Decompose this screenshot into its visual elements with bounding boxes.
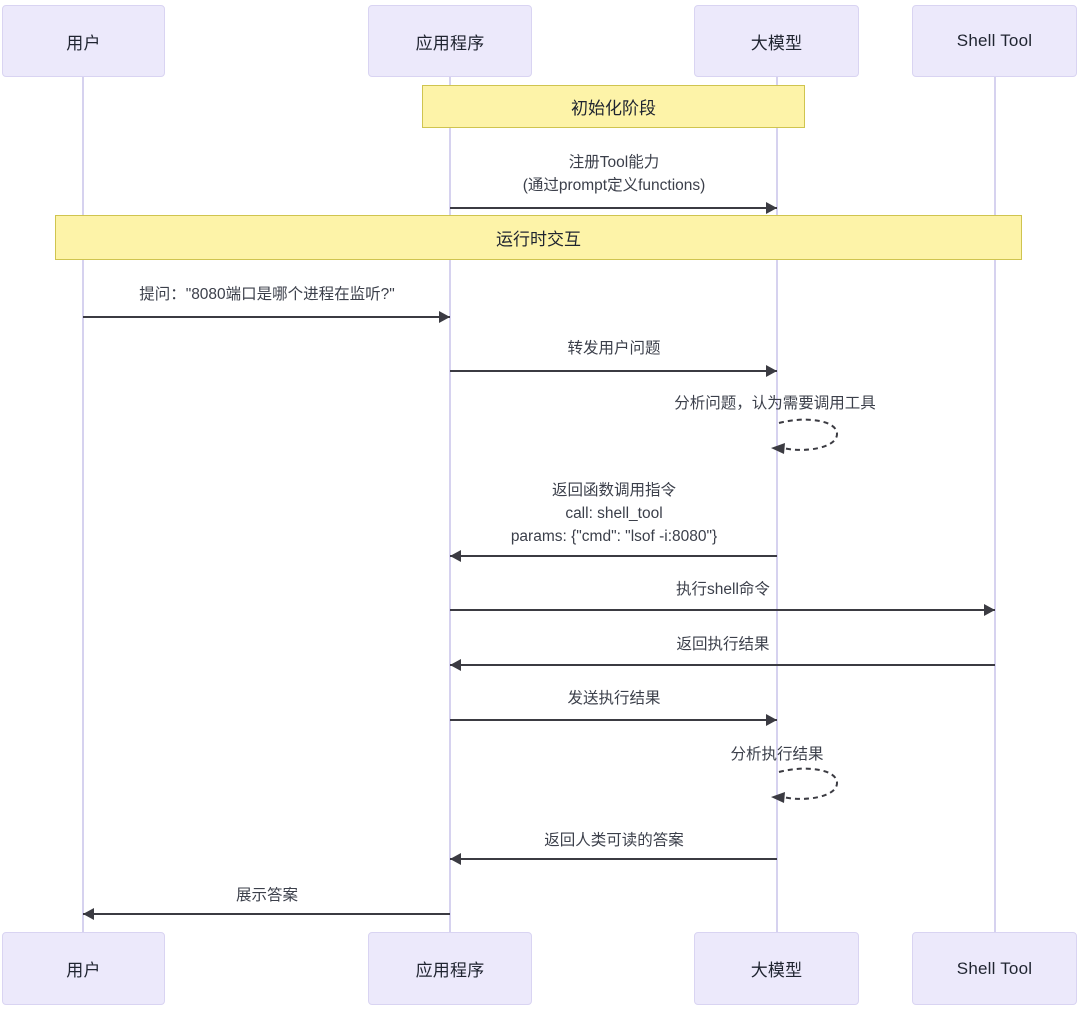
message-label-line: 执行shell命令 <box>676 581 770 598</box>
message-label-return-readable-answer: 返回人类可读的答案 <box>450 829 778 852</box>
participant-label: 应用程序 <box>415 961 485 980</box>
message-label-execute-shell: 执行shell命令 <box>450 578 996 601</box>
message-arrowhead-register-tool <box>766 202 777 214</box>
participant-top-user[interactable]: 用户 <box>2 5 165 77</box>
message-arrowhead-ask-question <box>439 311 450 323</box>
participant-label: 用户 <box>66 33 101 53</box>
lifeline-llm <box>776 77 778 932</box>
message-label-line: 发送执行结果 <box>567 690 661 707</box>
lifeline-user <box>82 77 84 932</box>
message-arrowhead-send-result <box>766 714 777 726</box>
message-arrow-send-result <box>450 719 777 721</box>
message-arrow-return-readable-answer <box>450 858 777 860</box>
message-label-line: 注册Tool能力 <box>568 154 660 171</box>
message-label-return-function-call: 返回函数调用指令 call: shell_tool params: {"cmd": … <box>450 479 778 548</box>
lifeline-app <box>449 77 451 932</box>
message-arrowhead-return-readable-answer <box>450 853 461 865</box>
participant-bottom-app[interactable]: 应用程序 <box>368 932 532 1005</box>
message-label-analyze-question: 分析问题，认为需要调用工具 <box>655 392 895 415</box>
participant-bottom-llm[interactable]: 大模型 <box>694 932 859 1005</box>
message-label-return-result: 返回执行结果 <box>450 633 996 656</box>
participant-bottom-user[interactable]: 用户 <box>2 932 165 1005</box>
message-label-analyze-result: 分析执行结果 <box>712 743 842 766</box>
message-arrow-ask-question <box>83 316 450 318</box>
message-arrowhead-forward-question <box>766 365 777 377</box>
phase-banner-label: 初始化阶段 <box>571 99 656 118</box>
message-label-forward-question: 转发用户问题 <box>450 337 778 360</box>
message-label-line: (通过prompt定义functions) <box>522 177 706 194</box>
participant-label: 大模型 <box>750 961 803 980</box>
participant-top-shell[interactable]: Shell Tool <box>912 5 1077 77</box>
message-label-line: 返回执行结果 <box>676 636 770 653</box>
phase-banner-runtime: 运行时交互 <box>55 215 1022 260</box>
participant-label: Shell Tool <box>956 31 1033 50</box>
message-arrow-register-tool <box>450 207 777 209</box>
participant-top-app[interactable]: 应用程序 <box>368 5 532 77</box>
message-arrow-execute-shell <box>450 609 995 611</box>
self-message-analyze-result <box>771 767 846 809</box>
phase-banner-label: 运行时交互 <box>496 230 581 249</box>
message-label-line: 分析问题，认为需要调用工具 <box>674 395 876 412</box>
message-arrow-return-result <box>450 664 995 666</box>
message-arrowhead-return-function-call <box>450 550 461 562</box>
self-loop-path <box>778 418 839 451</box>
participant-label: 大模型 <box>750 33 803 53</box>
participant-label: 用户 <box>66 961 101 980</box>
self-loop-arrowhead <box>771 792 785 803</box>
message-arrowhead-execute-shell <box>984 604 995 616</box>
phase-banner-init: 初始化阶段 <box>422 85 805 128</box>
message-label-register-tool: 注册Tool能力 (通过prompt定义functions) <box>450 151 778 197</box>
message-label-line: call: shell_tool <box>565 505 663 522</box>
participant-label: 应用程序 <box>415 33 485 53</box>
message-label-line: 返回人类可读的答案 <box>544 832 684 849</box>
message-label-ask-question: 提问："8080端口是哪个进程在监听?" <box>83 283 451 306</box>
message-label-line: params: {"cmd": "lsof -i:8080"} <box>510 528 718 545</box>
message-label-line: 提问："8080端口是哪个进程在监听?" <box>139 286 395 303</box>
message-label-line: 展示答案 <box>235 887 298 904</box>
self-loop-arrowhead <box>771 443 785 454</box>
message-label-send-result: 发送执行结果 <box>450 687 778 710</box>
message-label-show-answer: 展示答案 <box>83 884 451 907</box>
message-arrow-forward-question <box>450 370 777 372</box>
message-label-line: 转发用户问题 <box>567 340 661 357</box>
message-arrowhead-return-result <box>450 659 461 671</box>
self-message-analyze-question <box>771 418 846 460</box>
participant-top-llm[interactable]: 大模型 <box>694 5 859 77</box>
participant-bottom-shell[interactable]: Shell Tool <box>912 932 1077 1005</box>
self-loop-path <box>778 767 839 800</box>
message-arrowhead-show-answer <box>83 908 94 920</box>
message-arrow-return-function-call <box>450 555 777 557</box>
message-arrow-show-answer <box>83 913 450 915</box>
lifeline-shell <box>994 77 996 932</box>
message-label-line: 返回函数调用指令 <box>551 482 676 499</box>
message-label-line: 分析执行结果 <box>730 746 824 763</box>
participant-label: Shell Tool <box>956 958 1033 978</box>
